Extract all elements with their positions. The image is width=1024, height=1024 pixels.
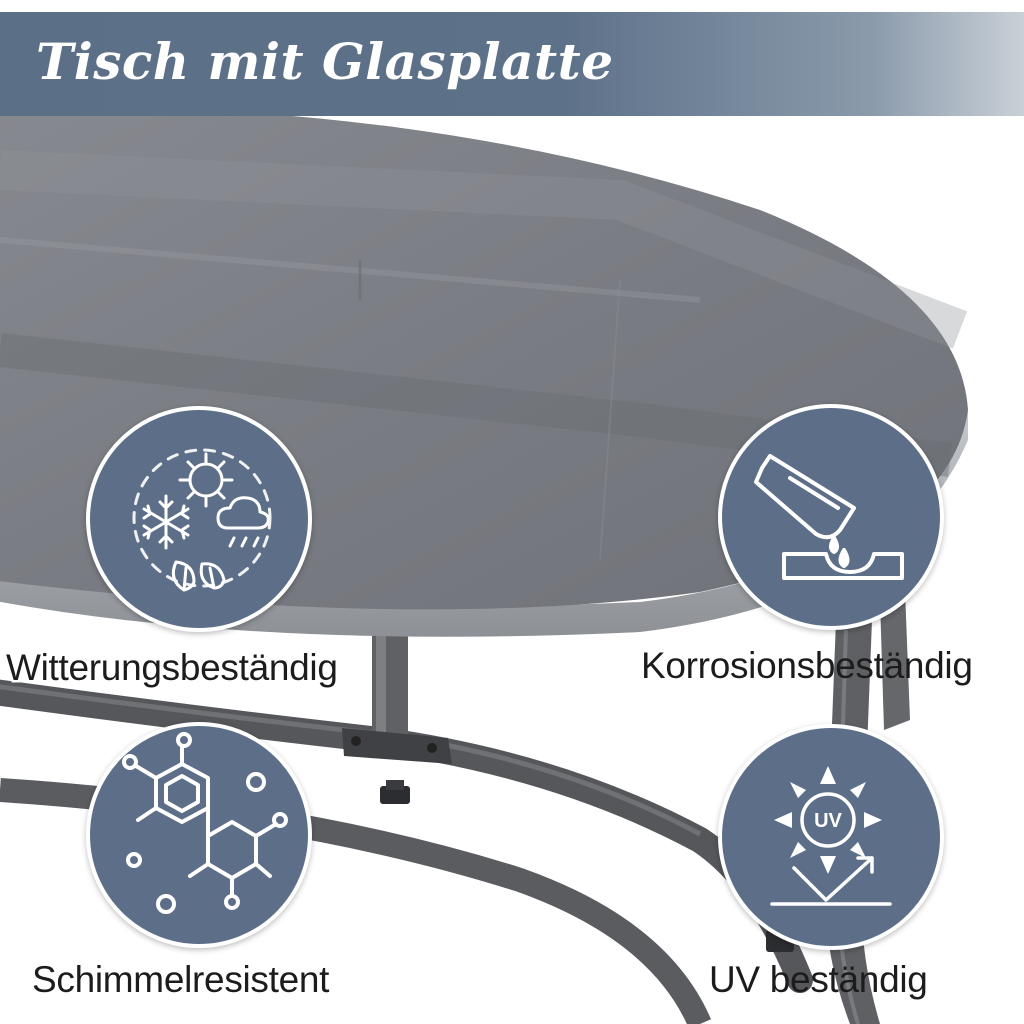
weather-icon xyxy=(132,448,272,592)
title-banner: Tisch mit Glasplatte xyxy=(0,12,1024,116)
feature-label-weather: Witterungsbeständig xyxy=(4,645,341,691)
uv-badge: UV xyxy=(718,724,944,950)
uv-icon-text: UV xyxy=(814,810,842,832)
frame-bracket xyxy=(342,728,452,764)
corrosion-badge xyxy=(718,404,944,630)
molecule-badge xyxy=(86,722,312,948)
weather-badge xyxy=(86,406,312,632)
page-title: Tisch mit Glasplatte xyxy=(36,32,614,91)
glass-rim xyxy=(0,410,968,637)
corrosion-icon xyxy=(754,454,904,580)
feature-label-uv: UV beständig xyxy=(709,959,928,1000)
feature-label-corrosion: Korrosionsbeständig xyxy=(641,645,973,686)
feature-label-mould: Schimmelresistent xyxy=(32,959,330,1000)
molecule-icon xyxy=(122,732,288,914)
uv-icon: UV xyxy=(770,766,892,906)
